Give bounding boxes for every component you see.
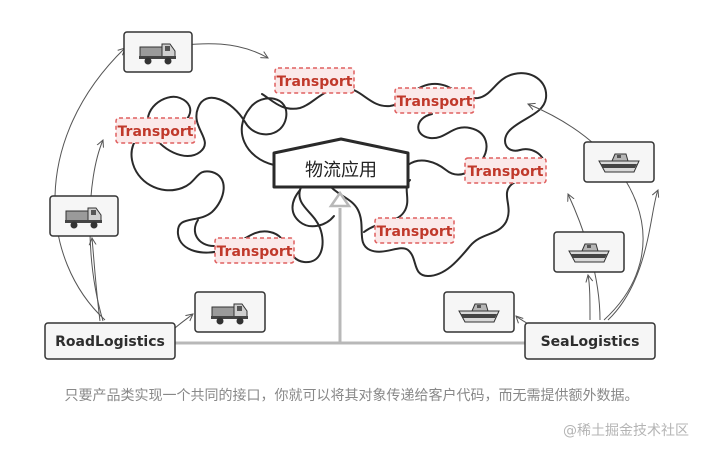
transport-label: Transport xyxy=(394,87,475,114)
svg-text:Transport: Transport xyxy=(377,224,453,240)
transport-label: Transport xyxy=(374,217,455,244)
ship-product xyxy=(583,141,655,183)
road-logistics-label: RoadLogistics xyxy=(55,334,165,350)
truck-product xyxy=(49,195,119,237)
transport-label: Transport xyxy=(115,117,196,144)
svg-text:Transport: Transport xyxy=(217,244,293,260)
svg-text:Transport: Transport xyxy=(118,124,194,140)
sea-logistics-node: SeaLogistics xyxy=(524,322,656,360)
svg-text:Transport: Transport xyxy=(468,164,544,180)
truck-product xyxy=(123,31,193,73)
sea-logistics-label: SeaLogistics xyxy=(541,334,640,350)
svg-text:Transport: Transport xyxy=(277,74,353,90)
hierarchy-lines xyxy=(175,208,527,345)
app-label: 物流应用 xyxy=(305,160,377,181)
truck-product xyxy=(194,291,266,333)
transport-label: Transport xyxy=(464,157,547,184)
watermark: @稀土掘金技术社区 xyxy=(563,423,689,439)
svg-text:Transport: Transport xyxy=(397,94,473,110)
transport-label: Transport xyxy=(214,237,295,264)
app-node: 物流应用 xyxy=(272,137,410,189)
caption: 只要产品类实现一个共同的接口，你就可以将其对象传递给客户代码，而无需提供额外数据… xyxy=(64,388,639,404)
ship-product xyxy=(443,291,515,333)
transport-label: Transport xyxy=(274,67,355,94)
road-logistics-node: RoadLogistics xyxy=(44,322,176,360)
ship-product xyxy=(553,231,625,273)
inheritance-arrowhead xyxy=(328,190,352,208)
